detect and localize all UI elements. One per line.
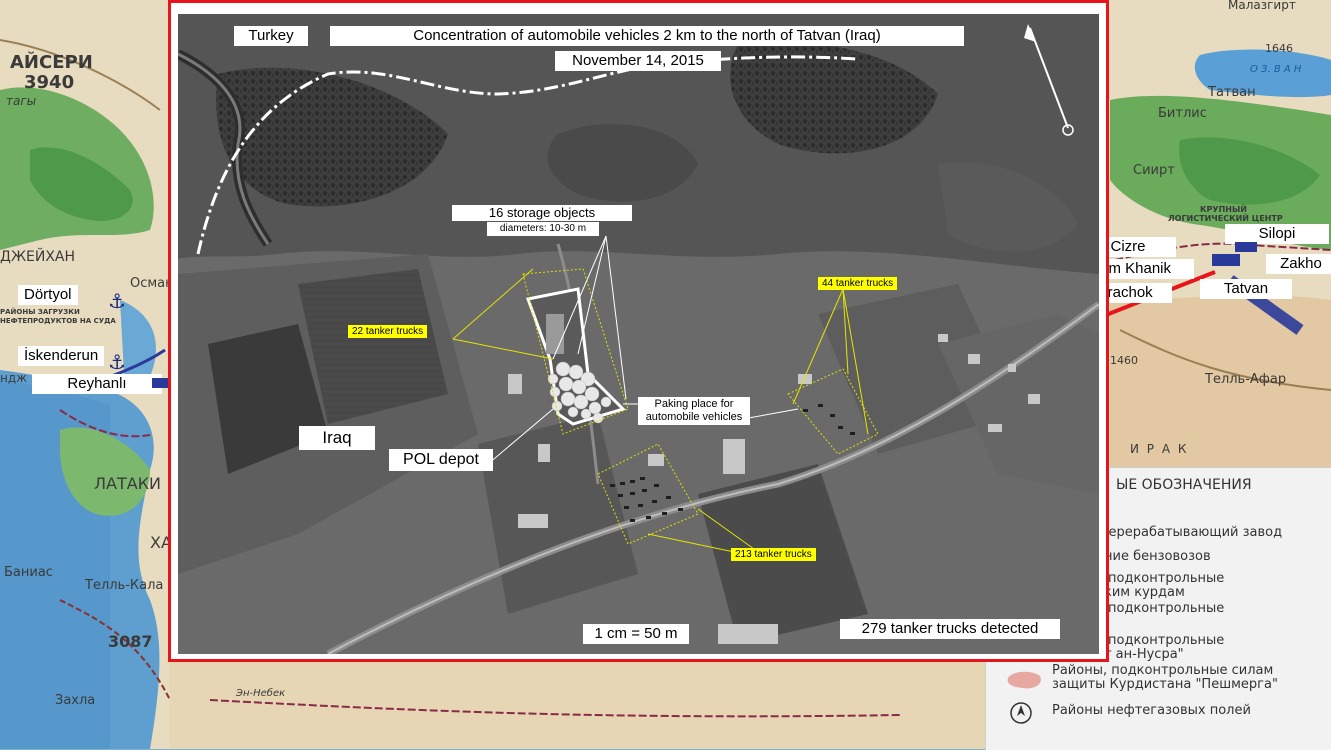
legend-row-controlled: подконтрольные xyxy=(1108,601,1225,616)
oil-field-icon xyxy=(1010,702,1032,724)
map-label-elevation-1460: 1460 xyxy=(1110,354,1138,367)
map-label-elevation-3940: 3940 xyxy=(24,72,75,93)
label-parking-line1: Paking place for xyxy=(654,398,734,410)
map-label-tell-kalah: Телль-Кала xyxy=(85,578,164,593)
label-dortyol: Dörtyol xyxy=(18,285,78,305)
map-label-ha: ХА xyxy=(150,533,172,552)
legend-row-nusra-a: подконтрольные xyxy=(1108,633,1225,648)
map-label-banias: Баниас xyxy=(4,565,53,580)
label-44-tanker-trucks: 44 tanker trucks xyxy=(818,277,898,290)
anchor-icon: ⚓ xyxy=(108,352,126,374)
label-iraq: Iraq xyxy=(299,426,375,450)
label-tatvan: Tatvan xyxy=(1200,279,1292,299)
scale-label: 1 cm = 50 m xyxy=(583,624,689,644)
map-label-lake-van: О З. В А Н xyxy=(1250,64,1302,75)
map-label-latakia: ЛАТАКИ xyxy=(94,474,162,493)
label-parking-line2: automobile vehicles xyxy=(645,411,743,423)
label-iskenderun: İskenderun xyxy=(18,346,105,366)
legend-row-kurds-b: ким курдам xyxy=(1104,585,1185,600)
satellite-terrain xyxy=(178,14,1099,654)
kurdish-zone-icon xyxy=(1007,671,1041,689)
legend-row-nusra-b: ат ан-Нусра" xyxy=(1096,647,1184,662)
truck-icon xyxy=(152,378,170,388)
legend-row-refinery: перерабатывающий завод xyxy=(1100,525,1283,540)
map-label-kayseri: АЙСЕРИ xyxy=(10,52,93,73)
map-label-siirt-ru: Сиирт xyxy=(1133,163,1175,178)
map-label-zahla: Захла xyxy=(55,693,96,708)
label-zakho: Zakho xyxy=(1266,254,1331,274)
label-reyhanli: Reyhanlı xyxy=(32,374,162,394)
legend-row-tankers: ние бензовозов xyxy=(1104,549,1211,564)
label-213-tanker-trucks: 213 tanker trucks xyxy=(731,548,816,561)
map-label-iraq-ru: И Р А К xyxy=(1130,442,1189,456)
map-label-logistic-2: ЛОГИСТИЧЕСКИЙ ЦЕНТР xyxy=(1168,214,1283,223)
truck-icon xyxy=(1212,254,1240,266)
legend-row-kurds-a: подконтрольные xyxy=(1108,571,1225,586)
map-label-logistic-1: КРУПНЫЙ xyxy=(1200,205,1247,214)
satellite-date: November 14, 2015 xyxy=(555,51,721,71)
map-label-en-nebek: Эн-Небек xyxy=(236,688,286,699)
label-parking-place: Paking place for automobile vehicles xyxy=(638,397,750,425)
anchor-icon: ⚓ xyxy=(108,291,126,313)
map-label-bitlis-ru: Битлис xyxy=(1158,106,1207,121)
map-label-ceyhan: ДЖЕЙХАН xyxy=(0,249,76,265)
truck-icon xyxy=(1235,242,1257,252)
map-label-malazgirt: Малазгирт xyxy=(1228,0,1296,12)
label-silopi: Silopi xyxy=(1225,224,1329,244)
map-label-elevation-1646: 1646 xyxy=(1265,42,1293,55)
legend-row-peshmerga-b: защиты Курдистана "Пешмерга" xyxy=(1052,677,1278,692)
label-storage-objects: 16 storage objects xyxy=(452,205,632,221)
map-label-tell-afar: Телль-Афар xyxy=(1205,372,1287,387)
satellite-title: Concentration of automobile vehicles 2 k… xyxy=(330,26,964,46)
legend-row-peshmerga-a: Районы, подконтрольные силам xyxy=(1052,663,1274,678)
legend-title: ЫЕ ОБОЗНАЧЕНИЯ xyxy=(1116,477,1252,493)
label-storage-diameters: diameters: 10-30 m xyxy=(487,222,599,236)
map-label-port-zone-2: НЕФТЕПРОДУКТОВ НА СУДА xyxy=(0,317,116,325)
total-detected-label: 279 tanker trucks detected xyxy=(840,619,1060,639)
legend-row-oil-fields: Районы нефтегазовых полей xyxy=(1052,703,1251,718)
map-label-tagy: тагы xyxy=(6,94,37,108)
label-pol-depot: POL depot xyxy=(389,449,493,471)
map-label-elevation-3087: 3087 xyxy=(108,632,153,651)
label-22-tanker-trucks: 22 tanker trucks xyxy=(348,325,428,338)
map-label-tatvan-ru: Татван xyxy=(1208,85,1256,100)
map-label-indzh: ндж xyxy=(0,371,27,385)
map-label-osmaniye: Осман xyxy=(130,276,174,291)
label-turkey: Turkey xyxy=(234,26,308,46)
satellite-image xyxy=(178,14,1099,654)
north-arrow-icon xyxy=(1024,24,1074,136)
map-label-port-zone-1: РАЙОНЫ ЗАГРУЗКИ xyxy=(0,308,80,316)
